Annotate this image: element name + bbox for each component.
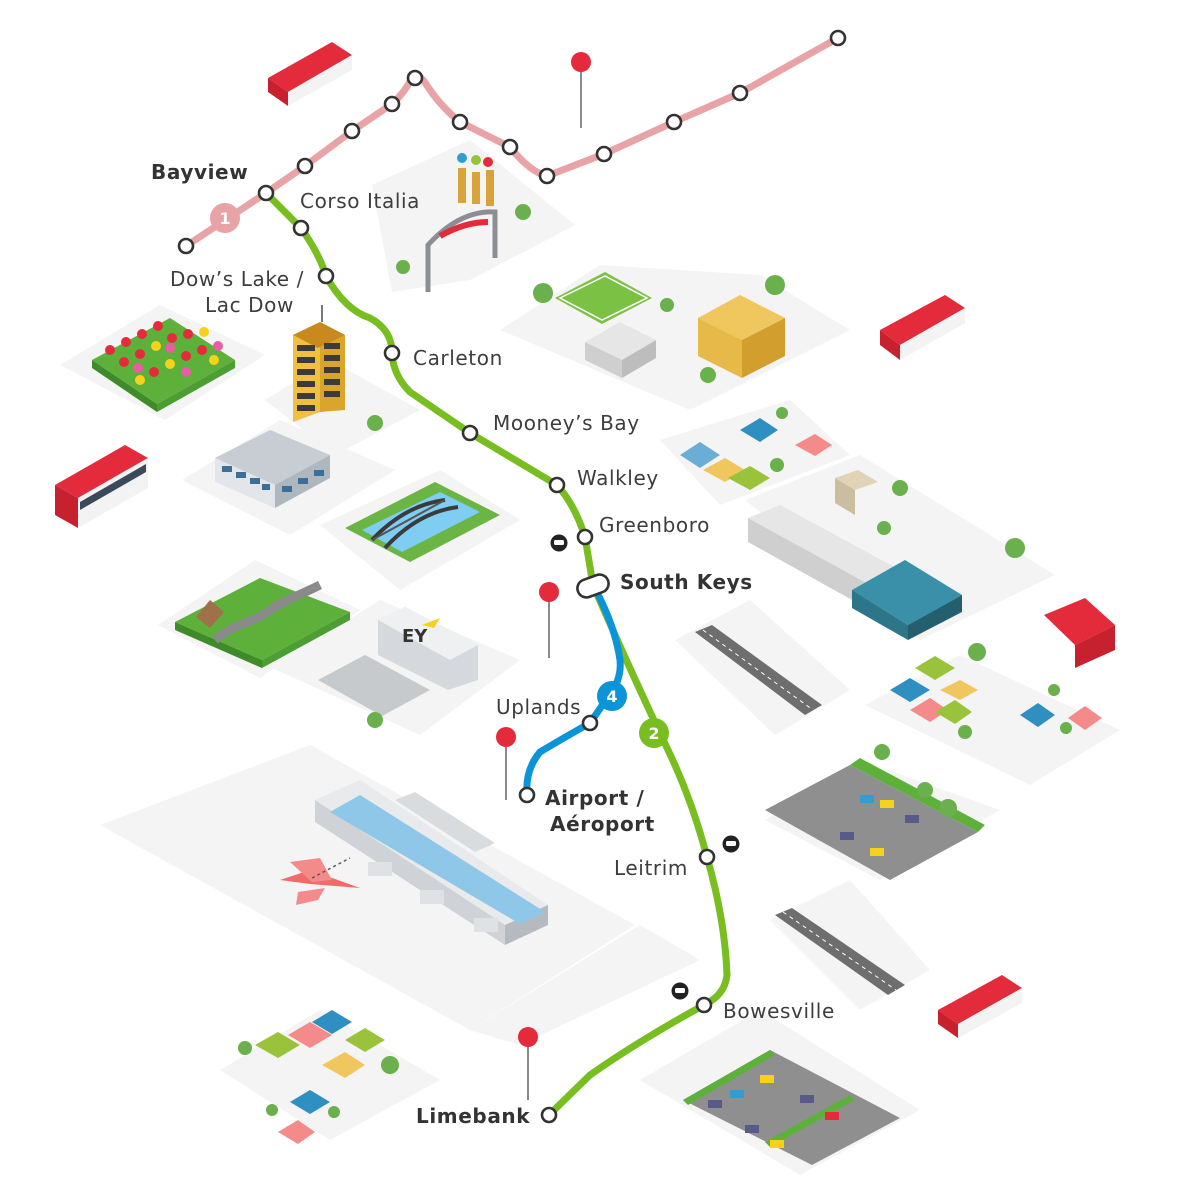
- shopping-centre-icon: [748, 470, 962, 640]
- station-marker-line-1[interactable]: [296, 157, 314, 175]
- line-2-route: [262, 189, 731, 1119]
- station-label-corso-italia: Corso Italia: [300, 189, 420, 213]
- station-marker-uplands[interactable]: [581, 714, 599, 732]
- station-label-leitrim: Leitrim: [614, 856, 688, 880]
- station-marker-bowesville[interactable]: [695, 996, 713, 1014]
- station-marker-airport[interactable]: [518, 786, 536, 804]
- station-marker-walkley[interactable]: [548, 476, 566, 494]
- station-label-airport-1: Airport /: [545, 786, 644, 810]
- airport-terminal-icon: [315, 780, 548, 945]
- station-label-bowesville: Bowesville: [723, 999, 835, 1023]
- stadium-icon: [555, 272, 656, 378]
- park-icon: [175, 578, 350, 668]
- line-4-badge: 4: [597, 681, 627, 711]
- park-and-ride-icon: [671, 982, 689, 1000]
- station-marker-line-1[interactable]: [406, 69, 424, 87]
- line-badges: 1 2 4: [210, 203, 669, 748]
- station-marker-bayview[interactable]: [257, 184, 275, 202]
- station-marker-corso-italia[interactable]: [292, 219, 310, 237]
- station-label-walkley: Walkley: [577, 466, 659, 490]
- station-label-airport-2: Aéroport: [550, 812, 655, 836]
- station-marker-line-1[interactable]: [829, 29, 847, 47]
- station-label-south-keys: South Keys: [620, 570, 753, 594]
- houses-east-icon: [890, 656, 1102, 730]
- station-marker-mooneys-bay[interactable]: [461, 424, 479, 442]
- festival-arch-icon: [425, 153, 498, 292]
- station-label-dows-lake-1: Dow’s Lake /: [170, 267, 304, 291]
- svg-text:4: 4: [606, 687, 617, 706]
- hotel-building-icon: [698, 295, 785, 378]
- station-label-bayview: Bayview: [151, 160, 248, 184]
- station-marker-line-1[interactable]: [595, 145, 613, 163]
- station-label-uplands: Uplands: [496, 695, 581, 719]
- bridge-icon: [345, 482, 500, 562]
- line-2-badge: 2: [639, 718, 669, 748]
- svg-text:1: 1: [219, 209, 230, 228]
- station-marker-greenboro[interactable]: [576, 528, 594, 546]
- houses-icon: [680, 418, 832, 490]
- station-marker-line-1[interactable]: [731, 84, 749, 102]
- tree-icons: [238, 204, 1072, 1118]
- station-marker-line-1[interactable]: [501, 138, 519, 156]
- station-label-carleton: Carleton: [413, 346, 503, 370]
- station-marker-carleton[interactable]: [383, 344, 401, 362]
- houses-south-icon: [255, 1010, 385, 1144]
- svg-text:2: 2: [648, 724, 659, 743]
- station-marker-leitrim[interactable]: [698, 848, 716, 866]
- station-labels: Bayview Corso Italia Dow’s Lake / Lac Do…: [151, 160, 835, 1128]
- station-label-mooneys-bay: Mooney’s Bay: [493, 411, 640, 435]
- station-marker-line-1[interactable]: [451, 113, 469, 131]
- landmark-illustrations: EY: [55, 42, 1115, 1165]
- station-marker-dows-lake[interactable]: [317, 267, 335, 285]
- park-and-ride-icon: [550, 534, 568, 552]
- station-label-dows-lake-2: Lac Dow: [205, 293, 294, 317]
- line-1-badge: 1: [210, 203, 240, 233]
- station-marker-line-1[interactable]: [665, 113, 683, 131]
- bus-stop-icon: [496, 52, 591, 1100]
- double-decker-bus-icon: [55, 445, 148, 528]
- tulip-field-icon: [92, 318, 235, 412]
- bike-path-icon: [695, 625, 905, 995]
- station-marker-south-keys[interactable]: [575, 572, 611, 600]
- station-marker-limebank[interactable]: [540, 1106, 558, 1124]
- airport-icon: [280, 857, 360, 905]
- park-and-ride-icon: [722, 835, 740, 853]
- station-marker-line-1[interactable]: [177, 237, 195, 255]
- bus-icon: [268, 42, 1115, 1038]
- line-1-route: [182, 34, 842, 250]
- station-label-limebank: Limebank: [416, 1104, 530, 1128]
- tower-building-icon: [293, 305, 345, 422]
- stations: [177, 29, 847, 1124]
- station-marker-line-1[interactable]: [383, 95, 401, 113]
- station-label-greenboro: Greenboro: [599, 513, 710, 537]
- ey-centre-sign: EY: [402, 626, 428, 647]
- station-marker-line-1[interactable]: [343, 122, 361, 140]
- university-building-icon: [215, 430, 330, 508]
- station-marker-line-1[interactable]: [538, 167, 556, 185]
- park-and-ride-icons: [550, 534, 740, 1000]
